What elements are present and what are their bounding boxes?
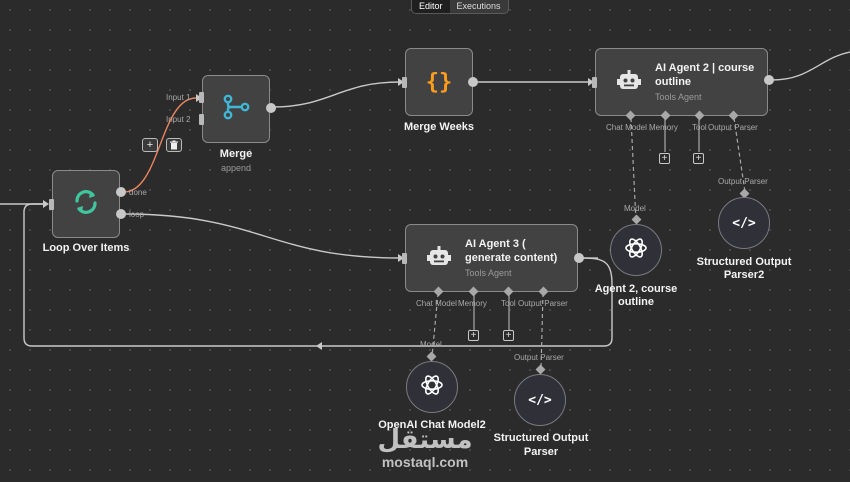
merge-weeks-input-handle[interactable] (402, 77, 407, 88)
openai2-port-label: Model (420, 340, 442, 349)
delete-node-button[interactable] (166, 138, 182, 152)
merge-input2-label: Input 2 (166, 115, 191, 124)
arrow-mergeweeks-in (398, 78, 404, 86)
ai-agent-3-memory-label: Memory (458, 299, 487, 308)
edge-merge-to-mergeweeks (271, 81, 401, 108)
ai-agent-2-output-handle[interactable] (764, 75, 774, 85)
merge-weeks-output-handle[interactable] (468, 77, 478, 87)
tab-editor[interactable]: Editor (412, 0, 450, 13)
arrow-agent3-in (398, 254, 404, 262)
editor-tabs: Editor Executions (411, 0, 509, 14)
merge-input1-label: Input 1 (166, 93, 191, 102)
agent2-model-port-label: Model (624, 204, 646, 213)
agent2-model-title-line1: Agent 2, course (594, 283, 678, 295)
merge-output-handle[interactable] (266, 103, 276, 113)
trash-icon (170, 140, 178, 150)
edge-agent3-parser (540, 292, 544, 371)
ai-agent-2-memory-label: Memory (649, 123, 678, 132)
structured-output-parser-node[interactable]: </> (514, 374, 566, 426)
add-node-button[interactable]: + (142, 138, 158, 152)
merge-input2-handle[interactable] (199, 114, 204, 125)
parser2-title-line2: Parser2 (723, 269, 765, 281)
ai-agent-3-parser-label: Output Parser (518, 299, 568, 308)
tab-executions[interactable]: Executions (456, 1, 501, 11)
ai-agent-2-title-line2: outline (655, 76, 692, 88)
arrow-agent2-in (588, 78, 594, 86)
edge-agent3-chatmodel (431, 292, 439, 358)
loop-icon (71, 187, 101, 222)
loop-loop-output[interactable] (116, 209, 126, 219)
robot-icon (426, 245, 452, 276)
parser-title-line2: Parser (523, 446, 559, 458)
arrow-loopback-mid (316, 342, 322, 350)
openai-icon (623, 235, 649, 266)
code-icon: </> (528, 392, 552, 408)
loop-input-handle[interactable] (49, 199, 54, 210)
structured-output-parser2-node[interactable]: </> (718, 197, 770, 249)
edge-agent2-parser (733, 117, 746, 193)
agent2-model-title-line2: outline (617, 296, 655, 308)
ai-agent-3-input-handle[interactable] (402, 253, 407, 264)
loop-over-items-title: Loop Over Items (42, 242, 130, 254)
watermark-arabic: مستقل (377, 425, 473, 455)
code-icon: </> (732, 215, 756, 231)
code-braces-icon: {} (425, 69, 453, 95)
ai-agent-3-node[interactable]: AI Agent 3 ( generate content) Tools Age… (405, 224, 578, 292)
ai-agent-3-title-line2: generate content) (465, 252, 558, 264)
ai-agent-2-node[interactable]: AI Agent 2 | course outline Tools Agent (595, 48, 768, 116)
ai-agent-3-subtitle: Tools Agent (465, 268, 512, 278)
loop-loop-label: loop (129, 210, 145, 219)
ai-agent-2-parser-label: Output Parser (708, 123, 758, 132)
parser2-port-label: Output Parser (718, 177, 768, 186)
ai-agent-3-output-handle[interactable] (574, 253, 584, 263)
ai-agent-3-title-line1: AI Agent 3 ( (465, 238, 526, 250)
ai-agent-3-add-memory-button[interactable]: + (468, 330, 479, 341)
edge-agent3-loopback (23, 203, 613, 347)
watermark-latin: mostaql.com (381, 454, 469, 470)
merge-weeks-title: Merge Weeks (403, 121, 475, 133)
edge-agent2-out (771, 51, 850, 81)
ai-agent-2-add-tool-button[interactable]: + (693, 153, 704, 164)
loop-over-items-node[interactable] (52, 170, 120, 238)
merge-input1-handle[interactable] (199, 92, 204, 103)
ai-agent-3-chatmodel-label: Chat Model (416, 299, 457, 308)
ai-agent-3-tool-label: Tool (501, 299, 516, 308)
loop-done-label: done (129, 188, 147, 197)
parser-port-label: Output Parser (514, 353, 564, 362)
parser-title-line1: Structured Output (493, 432, 589, 444)
ai-agent-2-title-line1: AI Agent 2 | course (655, 62, 755, 74)
ai-agent-2-subtitle: Tools Agent (655, 92, 702, 102)
merge-title: Merge (219, 148, 253, 160)
edge-loop-done-to-merge (123, 97, 197, 193)
openai-icon (419, 372, 445, 403)
merge-node[interactable] (202, 75, 270, 143)
robot-icon (616, 69, 642, 100)
edge-agent2-chatmodel (630, 117, 637, 223)
ai-agent-2-input-handle[interactable] (592, 77, 597, 88)
agent-2-course-outline-model-node[interactable] (610, 224, 662, 276)
merge-icon (221, 92, 251, 127)
openai-chat-model2-node[interactable] (406, 361, 458, 413)
loop-done-output[interactable] (116, 187, 126, 197)
ai-agent-2-add-memory-button[interactable]: + (659, 153, 670, 164)
arrow-loop-in (43, 200, 49, 208)
parser2-title-line1: Structured Output (696, 256, 792, 268)
ai-agent-2-chatmodel-label: Chat Model (606, 123, 647, 132)
ai-agent-2-tool-label: Tool (692, 123, 707, 132)
openai2-title: OpenAI Chat Model2 (378, 419, 486, 431)
merge-subtitle: append (220, 163, 252, 173)
edge-loop-to-agent3 (123, 213, 401, 259)
merge-weeks-node[interactable]: {} (405, 48, 473, 116)
ai-agent-3-add-tool-button[interactable]: + (503, 330, 514, 341)
